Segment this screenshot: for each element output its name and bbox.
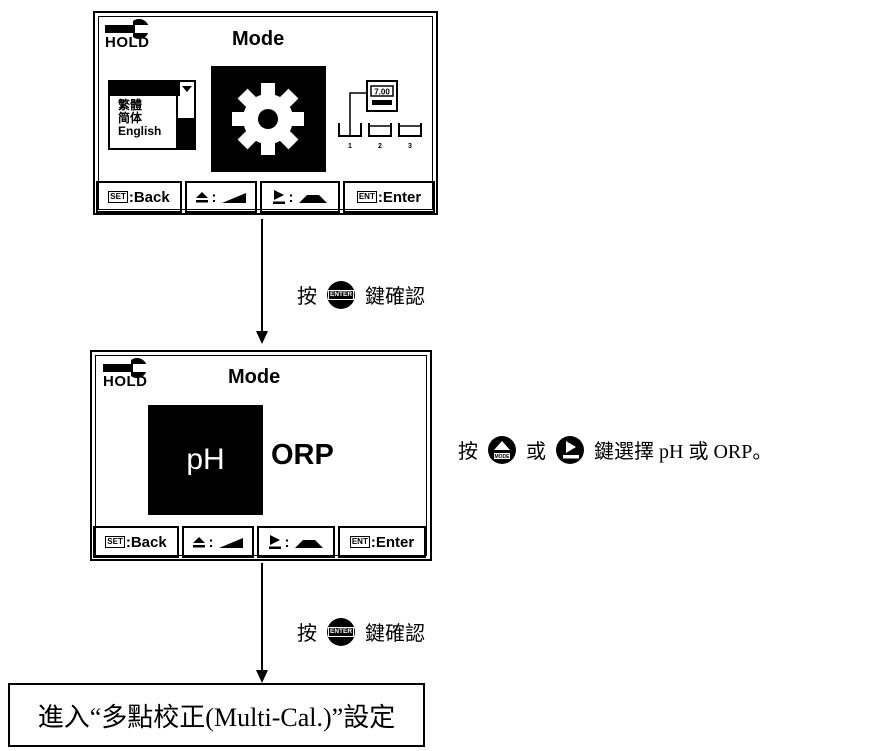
softkey-bar: SET :Back : : ENT :Enter bbox=[93, 526, 429, 558]
up-colon: : bbox=[211, 188, 217, 206]
ent-key-label: ENT bbox=[356, 191, 377, 203]
hold-label: HOLD bbox=[103, 373, 148, 390]
ramp-right-icon bbox=[298, 195, 327, 203]
wrench-icon bbox=[105, 19, 151, 39]
screen-title: Mode bbox=[232, 28, 285, 50]
meter-display-value: 7.00 bbox=[374, 88, 390, 97]
language-option[interactable]: 简体 bbox=[118, 111, 143, 125]
language-selected-highlight bbox=[110, 82, 178, 96]
softkey-bar: SET :Back : : ENT :Enter bbox=[96, 181, 435, 213]
press-label: 按 bbox=[297, 623, 317, 645]
back-label: :Back bbox=[125, 533, 167, 551]
eject-up-icon bbox=[195, 192, 208, 203]
svg-text:MODE: MODE bbox=[495, 454, 511, 460]
ph-option[interactable]: pH bbox=[148, 405, 263, 515]
side-note-select: 按 MODE 或 鍵選擇 pH 或 ORP。 bbox=[458, 435, 772, 464]
enter-key-icon: ENTER bbox=[327, 280, 355, 309]
confirm-label: 鍵確認 bbox=[365, 286, 425, 308]
tank-label: 3 bbox=[408, 143, 412, 150]
screen-title: Mode bbox=[228, 366, 281, 388]
scrollbar-thumb[interactable] bbox=[178, 118, 194, 148]
tank-label: 1 bbox=[348, 143, 352, 150]
step-enter-confirm: 按 ENTER 鍵確認 bbox=[297, 617, 425, 646]
enter-softkey[interactable]: ENT :Enter bbox=[338, 526, 426, 558]
right-colon: : bbox=[288, 188, 294, 206]
confirm-label: 鍵確認 bbox=[365, 623, 425, 645]
play-right-icon bbox=[272, 190, 285, 204]
gear-tile bbox=[211, 66, 326, 172]
up-softkey[interactable]: : bbox=[182, 526, 254, 558]
set-key-label: SET bbox=[108, 191, 128, 203]
tank-label: 2 bbox=[378, 143, 382, 150]
press-label: 按 bbox=[297, 286, 317, 308]
back-softkey[interactable]: SET :Back bbox=[96, 181, 182, 213]
ramp-right-icon bbox=[294, 540, 323, 548]
play-right-icon bbox=[268, 535, 281, 549]
mode-key-icon: MODE bbox=[488, 435, 516, 464]
back-softkey[interactable]: SET :Back bbox=[93, 526, 179, 558]
language-option[interactable]: English bbox=[118, 124, 162, 138]
ramp-up-icon bbox=[218, 538, 243, 548]
flow-arrow-head bbox=[256, 331, 268, 344]
eject-up-icon bbox=[192, 537, 205, 548]
back-label: :Back bbox=[128, 188, 170, 206]
scrollbar-divider bbox=[176, 96, 178, 148]
enter-label: :Enter bbox=[377, 188, 422, 206]
meter-tanks-icon: 7.00 1 2 3 bbox=[338, 80, 422, 150]
flow-arrow-head bbox=[256, 670, 268, 683]
enter-key-icon: ENTER bbox=[327, 617, 355, 646]
step-enter-confirm: 按 ENTER 鍵確認 bbox=[297, 280, 425, 309]
flow-arrow-line bbox=[261, 563, 263, 671]
right-softkey[interactable]: : bbox=[260, 181, 340, 213]
enter-softkey[interactable]: ENT :Enter bbox=[343, 181, 435, 213]
ent-key-label: ENT bbox=[349, 536, 370, 548]
set-key-label: SET bbox=[105, 536, 125, 548]
right-key-icon bbox=[556, 435, 584, 464]
lcd-screen-inner bbox=[95, 355, 427, 556]
right-softkey[interactable]: : bbox=[257, 526, 335, 558]
hold-label: HOLD bbox=[105, 34, 150, 51]
multi-cal-entry-box: 進入“多點校正(Multi-Cal.)”設定 bbox=[8, 683, 425, 747]
ramp-up-icon bbox=[221, 193, 246, 203]
flow-arrow-line bbox=[261, 219, 263, 331]
dropdown-button[interactable] bbox=[178, 82, 194, 96]
wrench-icon bbox=[103, 358, 149, 378]
up-colon: : bbox=[208, 533, 214, 551]
select-label: 鍵選擇 pH 或 ORP。 bbox=[594, 441, 773, 463]
orp-option[interactable]: ORP bbox=[271, 439, 334, 471]
right-colon: : bbox=[284, 533, 290, 551]
press-label: 按 bbox=[458, 441, 478, 463]
or-label: 或 bbox=[526, 441, 546, 463]
multi-cal-label: 進入“多點校正(Multi-Cal.)”設定 bbox=[37, 702, 396, 732]
lcd-screen-inner bbox=[98, 16, 433, 210]
gear-icon bbox=[232, 83, 304, 155]
enter-label: :Enter bbox=[370, 533, 415, 551]
language-option[interactable]: 繁體 bbox=[118, 98, 143, 112]
chevron-down-icon bbox=[182, 86, 192, 92]
up-softkey[interactable]: : bbox=[185, 181, 257, 213]
language-select[interactable]: 繁體 简体 English bbox=[108, 80, 196, 150]
